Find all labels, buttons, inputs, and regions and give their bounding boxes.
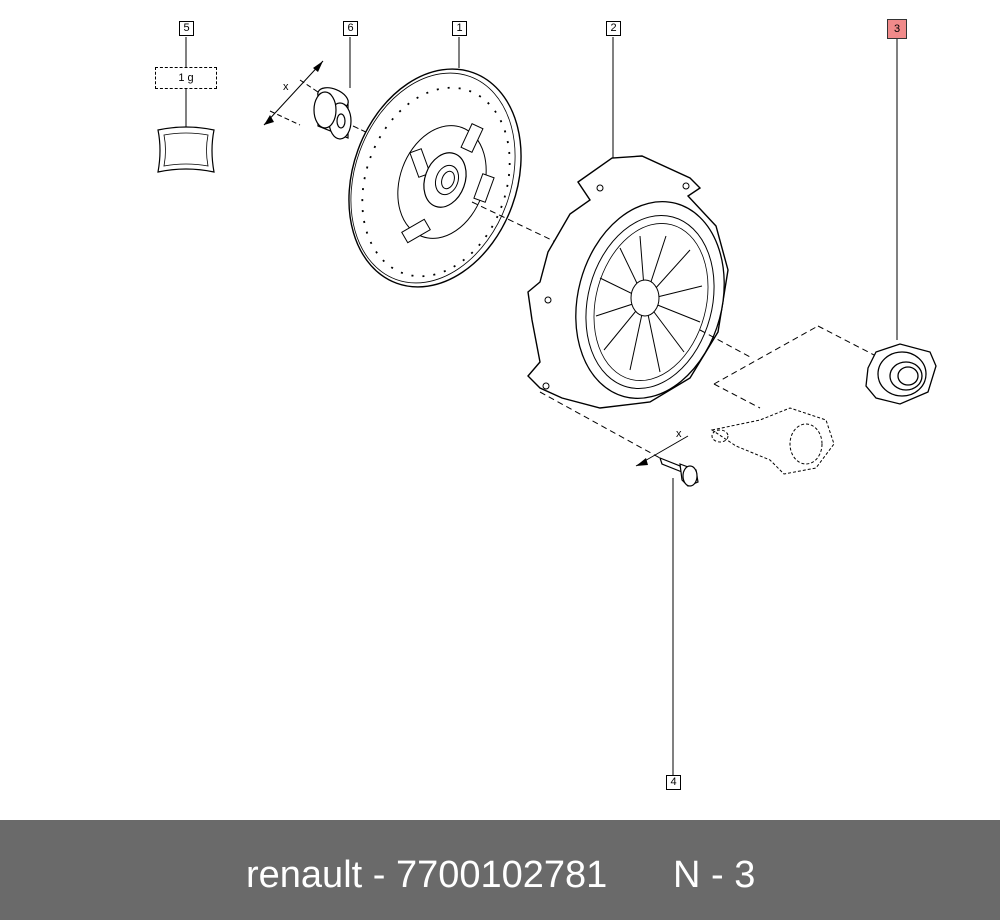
exploded-clutch-drawing [157, 37, 937, 775]
callout-5: 5 [179, 21, 194, 36]
release-fork-icon [710, 407, 835, 475]
quantity-label: 1 g [155, 67, 217, 89]
callout-1: 1 [452, 21, 467, 36]
pilot-bushing-icon [313, 87, 352, 140]
brand-part-number: renault - 7700102781 [246, 854, 608, 896]
callout-2: 2 [606, 21, 621, 36]
clutch-disc-icon [348, 68, 522, 288]
dimension-label: x [283, 81, 289, 93]
bolt-icon [659, 456, 699, 487]
pressure-plate-icon [527, 155, 729, 409]
grease-sachet-icon [157, 126, 215, 173]
parts-diagram: 5 6 1 2 3 4 1 g x x [155, 19, 937, 790]
callout-4: 4 [666, 775, 681, 790]
callout-6: 6 [343, 21, 358, 36]
footer-bar: renault - 7700102781 N - 3 [0, 820, 1000, 920]
item-code: N - 3 [673, 854, 756, 896]
callout-3-highlighted: 3 [887, 19, 907, 39]
dimension-label-bolt: x [676, 428, 682, 440]
release-bearing-icon [865, 343, 937, 405]
